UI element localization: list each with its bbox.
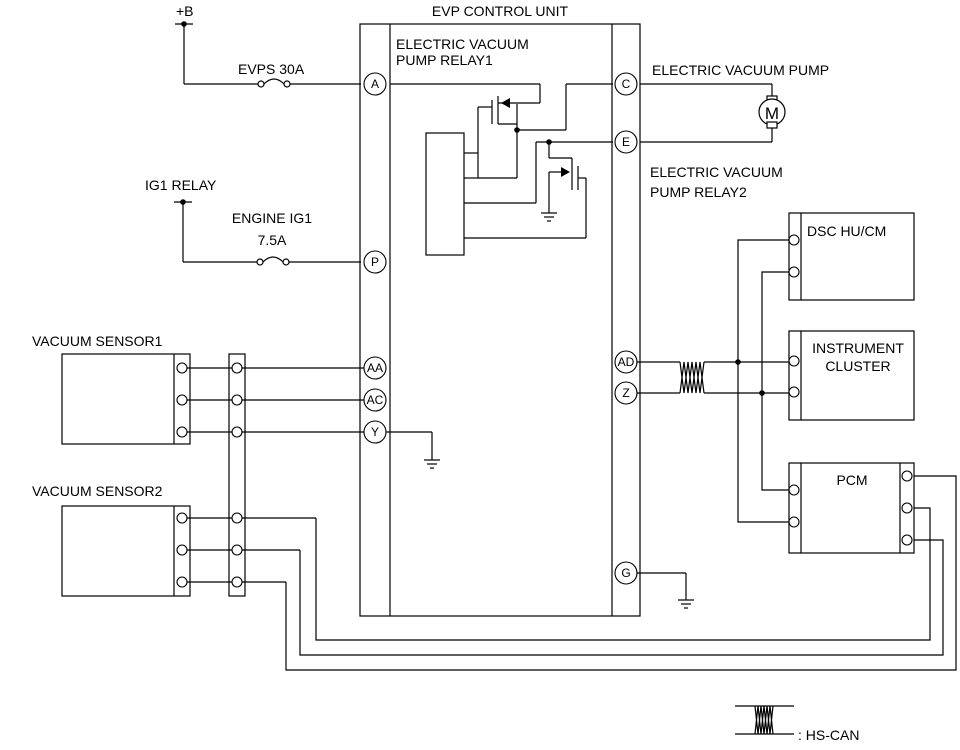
- engine-ig1-label-line2: 7.5A: [258, 232, 287, 248]
- pin-ac-label: AC: [367, 393, 384, 407]
- pin-g-label: G: [621, 566, 630, 580]
- plus-b-supply: +B: [175, 3, 361, 85]
- instrument-cluster-label: INSTRUMENT: [812, 340, 904, 356]
- motor-symbol: M: [765, 104, 779, 123]
- instrument-cluster: INSTRUMENT CLUSTER: [788, 330, 915, 421]
- electric-vacuum-pump: ELECTRIC VACUUM PUMP M: [640, 62, 829, 143]
- relay1-label-line2: PUMP RELAY1: [396, 52, 493, 68]
- hs-can-bus: [637, 239, 789, 523]
- pin-p: P: [363, 250, 387, 274]
- pin-y-label: Y: [371, 425, 379, 439]
- ground-y: [386, 431, 440, 469]
- pin-e-label: E: [622, 135, 630, 149]
- pcm-label: PCM: [836, 472, 867, 488]
- relay2-label: ELECTRIC VACUUM: [650, 164, 783, 180]
- ground-g: [637, 572, 694, 609]
- pin-ad-label: AD: [618, 355, 635, 369]
- sensor2-wiring: [187, 475, 957, 671]
- vacuum-sensor2: VACUUM SENSOR2: [32, 483, 191, 597]
- legend-hs-can-label: : HS-CAN: [798, 727, 859, 743]
- pcm: PCM: [788, 462, 915, 554]
- engine-ig1-fuse: ENGINE IG1 7.5A: [232, 210, 312, 266]
- vacuum-sensor1: VACUUM SENSOR1: [32, 333, 191, 445]
- plus-b-label: +B: [176, 3, 194, 19]
- pin-z: Z: [614, 381, 638, 405]
- relay1-label: ELECTRIC VACUUM: [396, 36, 529, 52]
- pin-e: E: [614, 130, 638, 154]
- pin-a-label: A: [371, 77, 379, 91]
- pin-p-label: P: [371, 255, 379, 269]
- evps-fuse-label: EVPS 30A: [238, 61, 305, 77]
- ig1-relay-label: IG1 RELAY: [145, 177, 217, 193]
- pin-aa-label: AA: [367, 361, 383, 375]
- legend: : HS-CAN: [735, 705, 859, 743]
- relay2-label-line2: PUMP RELAY2: [650, 184, 747, 200]
- pin-c-label: C: [622, 77, 631, 91]
- pin-a: A: [363, 72, 387, 96]
- pin-g: G: [614, 561, 638, 585]
- ig1-relay-supply: IG1 RELAY: [145, 177, 361, 263]
- pin-z-label: Z: [622, 386, 629, 400]
- evp-control-unit: EVP CONTROL UNIT ELECTRIC VACUUM PUMP RE…: [359, 3, 641, 617]
- joint-connector: [228, 353, 246, 597]
- electric-vacuum-pump-label: ELECTRIC VACUUM PUMP: [652, 62, 829, 78]
- pin-c: C: [614, 72, 638, 96]
- sensor1-wiring: [187, 367, 364, 433]
- pin-y: Y: [363, 420, 387, 444]
- pin-ac: AC: [363, 388, 387, 412]
- evps-fuse: EVPS 30A: [238, 61, 305, 88]
- pin-aa: AA: [363, 356, 387, 380]
- internal-relay-circuit: [390, 83, 613, 256]
- dsc-hu-cm: DSC HU/CM: [788, 212, 915, 301]
- engine-ig1-label: ENGINE IG1: [232, 210, 312, 226]
- dsc-hu-cm-label: DSC HU/CM: [807, 223, 886, 239]
- instrument-cluster-label-line2: CLUSTER: [825, 358, 890, 374]
- vacuum-sensor1-label: VACUUM SENSOR1: [32, 333, 163, 349]
- driver-ic: [425, 132, 465, 256]
- pin-ad: AD: [614, 350, 638, 374]
- evp-control-unit-title: EVP CONTROL UNIT: [432, 3, 569, 19]
- vacuum-sensor2-label: VACUUM SENSOR2: [32, 483, 163, 499]
